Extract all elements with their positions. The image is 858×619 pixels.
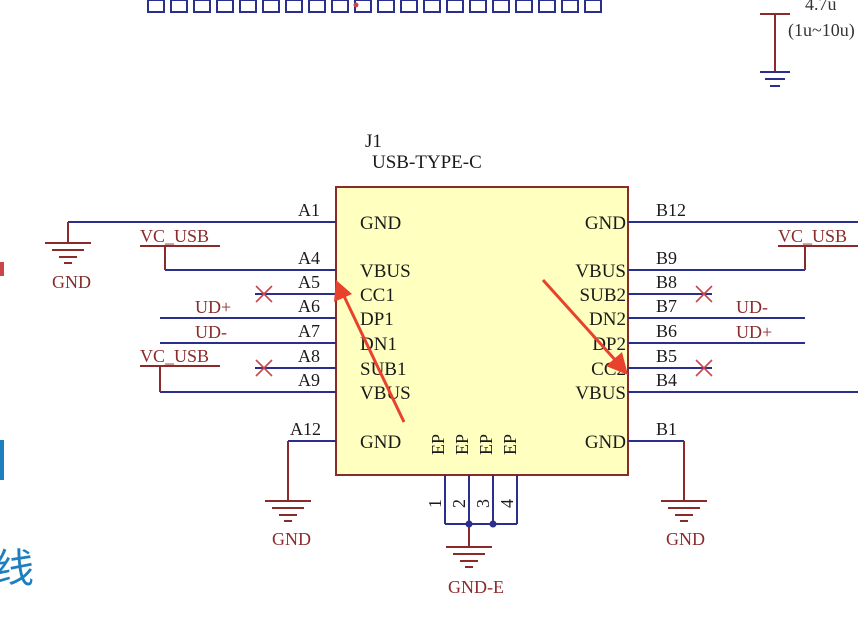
pin-num-b12: B12	[656, 200, 686, 220]
pin-name-a1: GND	[360, 213, 401, 234]
annotation-arrow-right	[541, 278, 628, 375]
pin-name-b4: VBUS	[575, 383, 626, 404]
pin-name-b6: DP2	[592, 334, 626, 355]
pin-num-b9: B9	[656, 248, 677, 268]
gnd-symbol-top-left	[45, 242, 91, 264]
pin-num-a4: A4	[298, 248, 320, 268]
pin-num-a12: A12	[290, 419, 321, 439]
gnd-symbol-bottom-right	[661, 500, 707, 522]
pin-num-a8: A8	[298, 346, 320, 366]
pin-name-a12: GND	[360, 432, 401, 453]
pin-num-a5: A5	[298, 272, 320, 292]
pin-num-b4: B4	[656, 370, 677, 390]
left-pin-lines	[67, 221, 336, 500]
net-label-gnd-e: GND-E	[448, 577, 504, 597]
component-ref: J1	[365, 131, 382, 152]
right-pin-lines	[628, 221, 858, 500]
net-label-ud-minus-left: UD-	[195, 322, 227, 342]
net-label-ud-plus-right: UD+	[736, 322, 772, 342]
pin-name-b12: GND	[585, 213, 626, 234]
net-label-ud-minus-right: UD-	[736, 297, 768, 317]
net-label-gnd-bottom-right: GND	[666, 529, 705, 549]
net-label-ud-plus-left: UD+	[195, 297, 231, 317]
pin-name-a9: VBUS	[360, 383, 411, 404]
pin-name-a6: DP1	[360, 309, 394, 330]
pin-num-a6: A6	[298, 296, 320, 316]
pin-num-b5: B5	[656, 346, 677, 366]
capacitor-range: (1u~10u)	[788, 20, 855, 41]
pin-name-ep1: EP	[428, 434, 448, 455]
net-label-bars	[140, 245, 858, 367]
pin-num-b8: B8	[656, 272, 677, 292]
pin-num-b6: B6	[656, 321, 677, 341]
pin-name-ep3: EP	[476, 434, 496, 455]
side-text-glyph: 线	[0, 546, 34, 592]
net-label-vc-usb-left-mid: VC_USB	[140, 346, 209, 366]
pin-num-ep1: 1	[425, 499, 445, 508]
pin-num-a7: A7	[298, 321, 320, 341]
pin-name-b9: VBUS	[575, 261, 626, 282]
pin-name-a8: SUB1	[360, 359, 406, 380]
net-label-gnd-bottom-left: GND	[272, 529, 311, 549]
pin-name-a5: CC1	[360, 285, 395, 306]
no-connect-marks	[255, 285, 713, 377]
left-edge-fragment	[0, 262, 4, 276]
usb-type-c-body	[335, 186, 629, 476]
net-label-vc-usb-right: VC_USB	[778, 226, 847, 246]
ep-pins	[444, 475, 518, 568]
pin-name-ep2: EP	[452, 434, 472, 455]
capacitor-value: 4.7u	[805, 0, 837, 14]
pin-num-a9: A9	[298, 370, 320, 390]
pin-num-ep4: 4	[497, 499, 517, 508]
left-edge-fragment-2	[0, 440, 4, 480]
net-label-gnd-top-left: GND	[52, 272, 91, 292]
pin-name-b8: SUB2	[580, 285, 626, 306]
pin-num-ep3: 3	[473, 499, 493, 508]
pin1-marker	[353, 2, 359, 8]
pin-name-a4: VBUS	[360, 261, 411, 282]
net-label-vc-usb-left-top: VC_USB	[140, 226, 209, 246]
gnd-symbol-bottom-left	[265, 500, 311, 522]
top-ic-pin-row	[147, 0, 602, 13]
annotation-arrow-left	[334, 280, 406, 423]
component-part: USB-TYPE-C	[372, 152, 482, 173]
pin-num-ep2: 2	[449, 499, 469, 508]
pin-name-b7: DN2	[589, 309, 626, 330]
pin-num-a1: A1	[298, 200, 320, 220]
pin-num-b7: B7	[656, 296, 677, 316]
pin-name-ep4: EP	[500, 434, 520, 455]
pin-num-b1: B1	[656, 419, 677, 439]
pin-name-b1: GND	[585, 432, 626, 453]
capacitor-symbol	[760, 13, 790, 87]
